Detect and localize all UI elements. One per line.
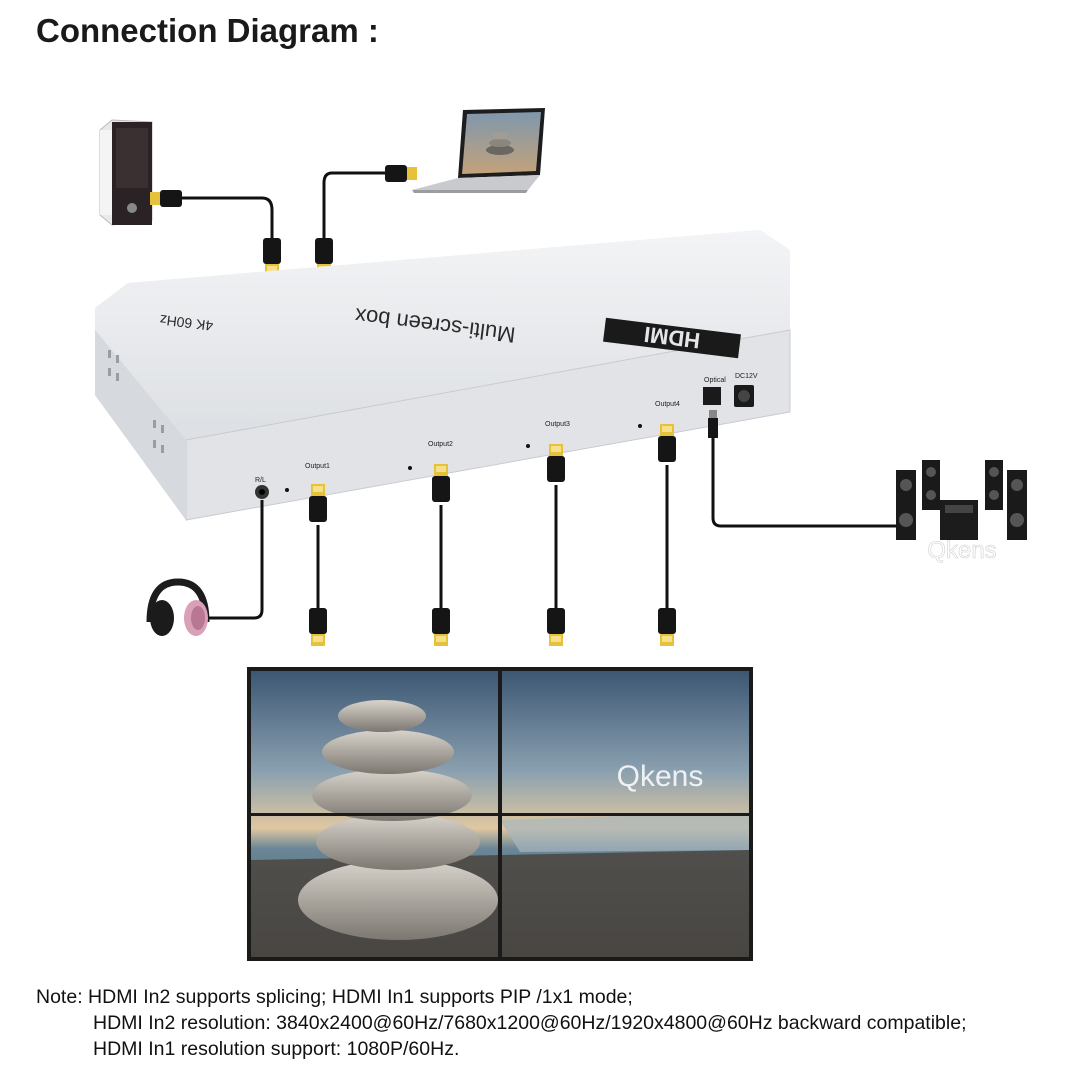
- page-title: Connection Diagram :: [36, 12, 379, 49]
- device-spec-label: 4K 60Hz: [159, 312, 214, 334]
- laptop-icon: [412, 108, 545, 193]
- port-label-output4: Output4: [655, 401, 680, 408]
- input-cables: [182, 171, 385, 248]
- port-label-rl: R/L: [255, 477, 266, 484]
- connection-diagram: HDMI Multi-screen box 4K 60Hz R/L Output…: [95, 108, 1027, 961]
- note-line-3: HDMI In1 resolution support: 1080P/60Hz.: [93, 1038, 460, 1060]
- multi-screen-box: HDMI Multi-screen box 4K 60Hz R/L Output…: [95, 230, 791, 521]
- port-label-dc: DC12V: [735, 373, 758, 380]
- hdmi-plug-icon: [150, 165, 417, 276]
- speaker-watermark: Qkens: [927, 537, 996, 564]
- port-label-output2: Output2: [428, 441, 453, 448]
- video-wall: Qkens: [247, 667, 753, 961]
- note-line-2: HDMI In2 resolution: 3840x2400@60Hz/7680…: [93, 1012, 967, 1034]
- video-wall-watermark: Qkens: [617, 760, 704, 793]
- port-label-output1: Output1: [305, 463, 330, 470]
- pc-tower-icon: [99, 119, 153, 226]
- note-block: Note: HDMI In2 supports splicing; HDMI I…: [36, 984, 966, 1062]
- note-line-1: Note: HDMI In2 supports splicing; HDMI I…: [36, 986, 633, 1008]
- port-label-output3: Output3: [545, 421, 570, 428]
- port-label-optical: Optical: [704, 377, 726, 384]
- speaker-system-icon: Qkens: [896, 460, 1027, 564]
- hdmi-connector-icons: [309, 410, 718, 646]
- headphones-icon: [146, 578, 210, 636]
- output-cables: [206, 438, 905, 620]
- optical-port: [703, 387, 721, 405]
